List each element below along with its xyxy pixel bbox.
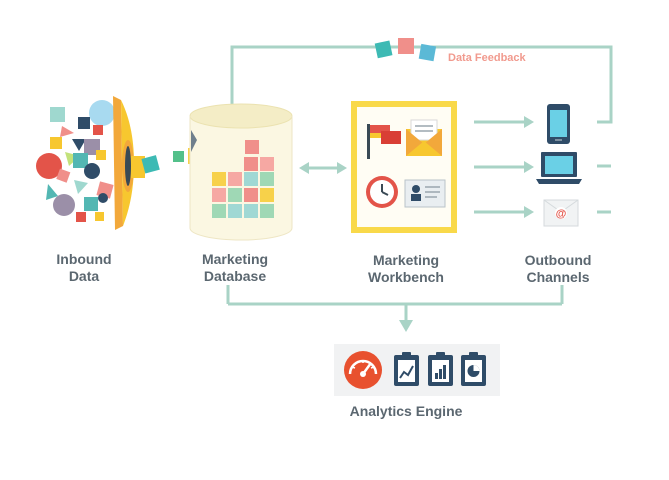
- workbench-label-line2: Workbench: [368, 269, 444, 285]
- email-icon: @: [543, 199, 579, 227]
- data-feedback-label: Data Feedback: [448, 52, 526, 64]
- id-card-icon: [404, 179, 446, 208]
- database-label-line1: Marketing: [201, 251, 269, 267]
- database-workbench-arrow: [299, 162, 347, 174]
- svg-text:@: @: [556, 208, 567, 220]
- inbound-label-line2: Data: [68, 268, 100, 284]
- gauge-icon: [344, 351, 382, 389]
- flag-icon: [367, 124, 401, 159]
- database-label-line2: Database: [203, 268, 267, 284]
- inbound-shapes-cluster: [36, 100, 115, 222]
- pie-chart-clipboard-icon: [461, 352, 486, 386]
- inbound-label-line1: Inbound: [56, 251, 112, 267]
- line-chart-clipboard-icon: [394, 352, 419, 386]
- outbound-channels-label: Outbound Channels: [493, 252, 623, 286]
- smartphone-icon: [547, 104, 570, 144]
- analytics-engine-label: Analytics Engine: [341, 403, 471, 420]
- inbound-data-label: Inbound Data: [19, 251, 149, 285]
- outbound-label-line2: Channels: [526, 269, 590, 285]
- feedback-data-squares: [374, 38, 437, 62]
- laptop-icon: [536, 152, 582, 184]
- database-data-grid: [212, 140, 274, 218]
- marketing-workbench-label: Marketing Workbench: [341, 252, 471, 286]
- workbench-panel: [351, 101, 457, 233]
- envelope-icon: [406, 119, 442, 156]
- inbound-funnel-icon: [113, 96, 145, 230]
- outbound-label-line1: Outbound: [524, 252, 592, 268]
- workbench-channel-arrows: [474, 116, 534, 218]
- clock-icon: [366, 176, 398, 208]
- workbench-label-line1: Marketing: [372, 252, 440, 268]
- analytics-label-line1: Analytics Engine: [349, 403, 463, 419]
- bar-chart-clipboard-icon: [428, 352, 453, 386]
- feedback-loop-connector: [230, 45, 613, 214]
- analytics-arrowhead: [399, 320, 413, 332]
- analytics-bracket-connector: [226, 285, 564, 322]
- marketing-database-label: Marketing Database: [170, 251, 300, 285]
